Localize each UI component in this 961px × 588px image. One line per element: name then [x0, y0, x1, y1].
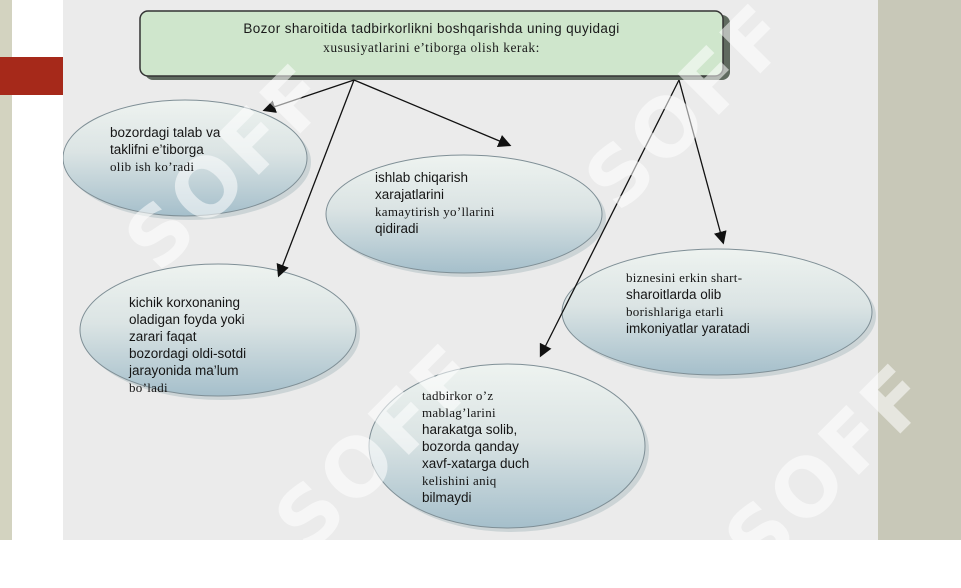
node5-line: xavf-xatarga duch — [422, 456, 530, 471]
node3-line: oladigan foyda yoki — [129, 312, 245, 327]
arrow-to-node1 — [262, 79, 355, 113]
node5-line: bozorda qanday — [422, 439, 519, 454]
header-text: Bozor sharoitida tadbirkorlikni boshqari… — [140, 19, 723, 57]
node2-text: ishlab chiqarish xarajatlarini kamaytiri… — [375, 169, 495, 237]
node1-line: taklifni e’tiborga — [110, 142, 204, 157]
node5-line: bilmaydi — [422, 490, 472, 505]
slide-left-stripe — [0, 0, 12, 540]
slide-canvas: SOFF SOFF SOFF SOFF Bozor sharoitida tad… — [63, 0, 950, 588]
arrow-to-node2 — [353, 79, 512, 147]
node1-line: bozordagi talab va — [110, 125, 221, 140]
node2-line: kamaytirish yo’llarini — [375, 204, 495, 219]
node5-line: tadbirkor o’z — [422, 388, 494, 403]
header-line-2: xususiyatlarini e’tiborga olish kerak: — [323, 40, 540, 55]
arrow-to-node3 — [276, 79, 355, 278]
node4-line: borishlariga etarli — [626, 304, 724, 319]
node4-line: biznesini erkin shart- — [626, 270, 743, 285]
node3-line: jarayonida ma’lum — [129, 363, 239, 378]
node5-line: mablag’larini — [422, 405, 496, 420]
arrow-to-node4 — [678, 79, 727, 245]
node5-line: harakatga solib, — [422, 422, 518, 437]
node3-line: zarari faqat — [129, 329, 197, 344]
slide-accent-block — [0, 57, 63, 95]
node2-line: qidiradi — [375, 221, 419, 236]
node4-line: imkoniyatlar yaratadi — [626, 321, 750, 336]
node2-line: xarajatlarini — [375, 187, 445, 202]
node5-ellipse — [368, 363, 646, 529]
node2-line: ishlab chiqarish — [375, 170, 469, 185]
node3-line: bo’ladi — [129, 380, 168, 395]
node2-ellipse — [325, 154, 603, 274]
node5-line: kelishini aniq — [422, 473, 497, 488]
node3-text: kichik korxonaning oladigan foyda yoki z… — [129, 294, 246, 396]
node3-line: bozordagi oldi-sotdi — [129, 346, 247, 361]
header-line-1: Bozor sharoitida tadbirkorlikni boshqari… — [243, 21, 620, 36]
diagram-svg — [63, 10, 876, 532]
node1-ellipse — [63, 99, 308, 217]
header-box — [139, 10, 724, 77]
slide-right-margin — [878, 0, 961, 540]
node5-text: tadbirkor o’z mablag’larini harakatga so… — [422, 387, 529, 506]
node4-text: biznesini erkin shart- sharoitlarda olib… — [626, 269, 750, 337]
node1-text: bozordagi talab va taklifni e’tiborga ol… — [110, 124, 220, 175]
node3-ellipse — [79, 263, 357, 397]
node1-line: olib ish ko’radi — [110, 159, 195, 174]
node4-line: sharoitlarda olib — [626, 287, 722, 302]
node3-line: kichik korxonaning — [129, 295, 241, 310]
arrow-to-node5 — [539, 79, 680, 358]
